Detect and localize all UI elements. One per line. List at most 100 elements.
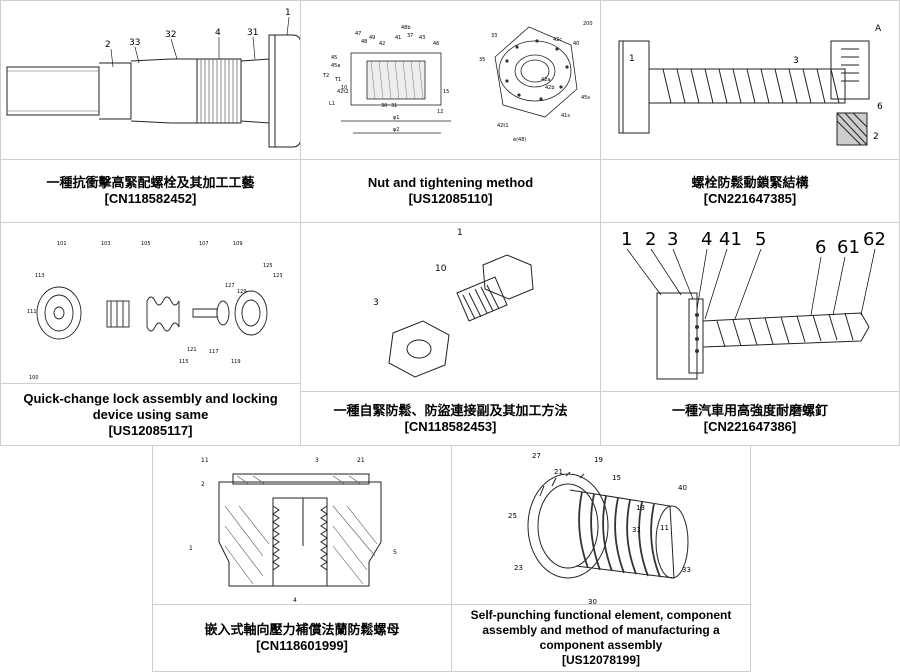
patent-number[interactable]: [CN118601999] — [256, 638, 348, 653]
label-2: 2 — [873, 132, 879, 142]
label-4: 4 — [215, 28, 221, 38]
label-2: 2 — [201, 481, 205, 488]
label-33: 33 — [491, 33, 497, 39]
label-123: 123 — [273, 273, 283, 279]
patent-drawing-6: 1 2 3 4 41 5 6 61 62 — [601, 223, 899, 393]
label-41: 41 — [395, 35, 401, 41]
patent-title: Nut and tightening method — [367, 175, 534, 190]
label-3: 3 — [315, 457, 319, 464]
label-47: 47 — [355, 31, 361, 37]
label-15: 15 — [612, 474, 621, 482]
label-3: 3 — [373, 298, 379, 308]
label-117: 117 — [209, 349, 219, 355]
label-121: 121 — [187, 347, 197, 353]
label-42b: 42b — [545, 85, 555, 91]
patent-number[interactable]: [CN221647385] — [703, 191, 797, 206]
patent-card-5[interactable]: 1 10 3 一種自緊防鬆、防盜連接副及其加工方法 [CN118582453] — [300, 222, 601, 446]
label-32: 32 — [165, 30, 176, 40]
label-48: 48 — [361, 39, 367, 45]
label-109: 109 — [233, 241, 243, 247]
label-15: 15 — [443, 89, 449, 95]
label-62: 62 — [863, 229, 886, 250]
label-21: 21 — [554, 468, 563, 476]
patent-drawing-2: 200 47 48 49 42 41 37 43 46 45 45a T1 T2… — [301, 1, 600, 161]
patent-number[interactable]: [CN118582452] — [104, 191, 197, 206]
label-100: 100 — [29, 375, 39, 381]
label-5: 5 — [393, 549, 397, 556]
label-41s: 41s — [561, 113, 570, 119]
patent-caption-4: Quick-change lock assembly and locking d… — [1, 383, 300, 445]
patent-card-6[interactable]: 1 2 3 4 41 5 6 61 62 一種汽車用高強度耐磨螺釘 [CN221… — [600, 222, 900, 446]
label-4: 4 — [701, 229, 712, 250]
patent-number[interactable]: [US12085110] — [408, 191, 493, 206]
label-33: 33 — [129, 38, 140, 48]
label-45a: 45a — [331, 63, 340, 69]
patent-caption-6: 一種汽車用高強度耐磨螺釘 [CN221647386] — [601, 391, 899, 445]
label-45s: 45s — [581, 95, 590, 101]
patent-card-4[interactable]: 101 103 105 107 109 111 113 115 117 119 … — [0, 222, 301, 446]
patent-card-2[interactable]: 200 47 48 49 42 41 37 43 46 45 45a T1 T2… — [300, 0, 601, 223]
label-4: 4 — [293, 597, 297, 604]
label-42a: 42a — [541, 77, 550, 83]
label-35: 35 — [479, 57, 485, 63]
label-1: 1 — [621, 229, 632, 250]
patent-title: Quick-change lock assembly and locking d… — [23, 390, 278, 422]
label-3: 3 — [793, 56, 799, 66]
label-10: 10 — [435, 264, 447, 274]
patent-title: 嵌入式軸向壓力補償法蘭防鬆螺母 — [204, 622, 400, 637]
patent-number[interactable]: [US12085117] — [108, 422, 193, 438]
label-111: 111 — [27, 309, 37, 315]
patent-card-8[interactable]: 27 21 19 15 13 31 11 25 23 33 30 40 Self… — [451, 445, 751, 672]
label-T2: T2 — [322, 73, 329, 79]
label-11: 11 — [660, 524, 669, 532]
label-107: 107 — [199, 241, 209, 247]
patent-number[interactable]: [CN221647386] — [703, 418, 797, 434]
label-1: 1 — [629, 54, 635, 64]
label-2: 2 — [645, 229, 656, 250]
label-A: A — [875, 24, 882, 34]
label-49: 49 — [369, 35, 375, 41]
patent-title: 一種自緊防鬆、防盜連接副及其加工方法 — [333, 402, 568, 418]
patent-card-1[interactable]: 1 2 33 32 4 31 一種抗衝擊高緊配螺栓及其加工工藝 [CN11858… — [0, 0, 301, 223]
patent-card-7[interactable]: 1 2 3 4 5 11 21 嵌入式軸向壓力補償法蘭防鬆螺母 [CN11860… — [152, 445, 452, 672]
label-40: 40 — [573, 41, 579, 47]
label-6: 6 — [815, 237, 826, 258]
label-125: 125 — [263, 263, 273, 269]
label-103: 103 — [101, 241, 111, 247]
label-42t2: 42t2 — [337, 89, 349, 95]
label-11: 11 — [201, 457, 209, 464]
label-27: 27 — [532, 452, 541, 460]
label-e48: e(48) — [513, 137, 526, 143]
label-6: 6 — [877, 102, 883, 112]
label-3: 3 — [667, 229, 678, 250]
wear-screw-drawing: 1 2 3 4 41 5 6 61 62 — [621, 229, 886, 380]
self-punching-element-drawing: 27 21 19 15 13 31 11 25 23 33 30 40 — [508, 452, 691, 606]
patent-drawing-4: 101 103 105 107 109 111 113 115 117 119 … — [1, 223, 300, 385]
label-5: 5 — [755, 229, 766, 250]
label-101: 101 — [57, 241, 67, 247]
label-105: 105 — [141, 241, 151, 247]
patent-title: 螺栓防鬆動鎖緊結構 — [691, 175, 809, 190]
patent-drawing-1: 1 2 33 32 4 31 — [1, 1, 300, 161]
label-12: 12 — [437, 109, 443, 115]
label-1: 1 — [285, 8, 291, 18]
label-L1: L1 — [329, 101, 335, 107]
label-2: 2 — [105, 40, 111, 50]
label-61: 61 — [837, 237, 860, 258]
label-129: 129 — [237, 289, 247, 295]
label-1: 1 — [189, 545, 193, 552]
label-42: 42 — [379, 41, 385, 47]
patent-title: 一種抗衝擊高緊配螺栓及其加工工藝 — [46, 175, 255, 190]
lock-bolt-drawing: 1 3 A 6 2 — [618, 24, 883, 146]
label-41: 41 — [719, 229, 742, 250]
patent-number[interactable]: [CN118582453] — [404, 418, 497, 434]
label-19: 19 — [594, 456, 603, 464]
flange-nut-drawing: 1 2 3 4 5 11 21 — [189, 457, 397, 604]
patent-caption-8: Self-punching functional element, compon… — [452, 604, 750, 671]
lock-assembly-drawing: 101 103 105 107 109 111 113 115 117 119 … — [27, 241, 283, 381]
patent-card-3[interactable]: 1 3 A 6 2 螺栓防鬆動鎖緊結構 [CN221647385] — [600, 0, 900, 223]
patent-number[interactable]: [US12078199] — [561, 653, 641, 667]
nut-drawing: 200 47 48 49 42 41 37 43 46 45 45a T1 T2… — [322, 21, 593, 143]
patent-title: 一種汽車用高強度耐磨螺釘 — [671, 402, 828, 418]
patent-caption-2: Nut and tightening method [US12085110] — [301, 159, 600, 222]
